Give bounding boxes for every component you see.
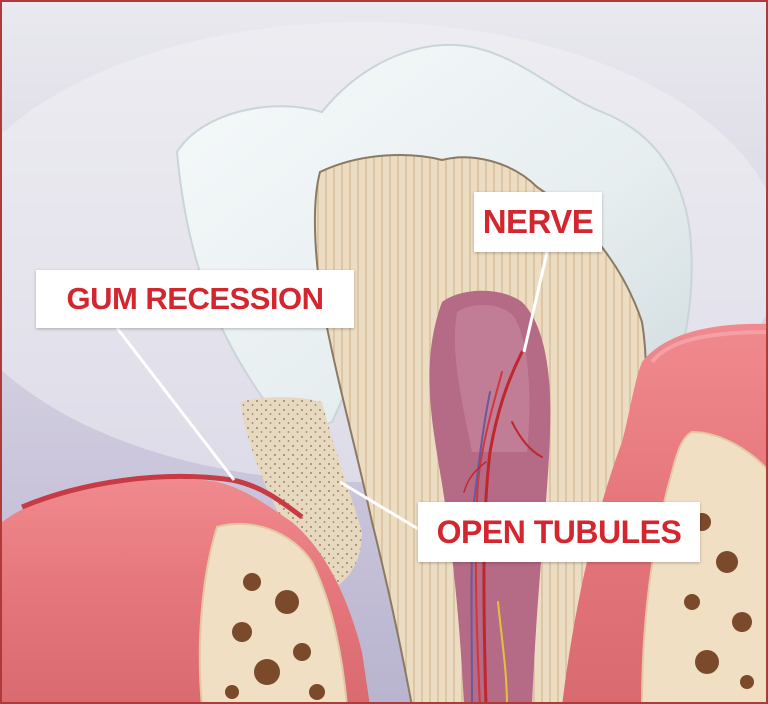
nerve-label: NERVE	[474, 192, 602, 252]
gum-recession-label: GUM RECESSION	[36, 270, 354, 328]
open-tubules-label: OPEN TUBULES	[418, 502, 700, 562]
